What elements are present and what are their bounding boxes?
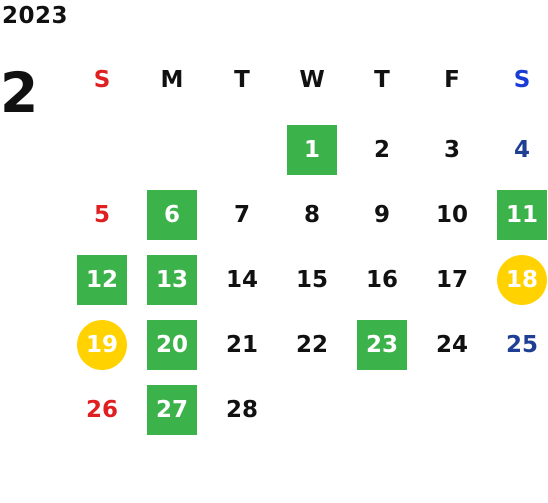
weekday-label: S bbox=[513, 67, 531, 93]
calendar-day[interactable]: 13 bbox=[147, 255, 197, 305]
calendar-day[interactable]: 4 bbox=[513, 137, 530, 163]
calendar-day[interactable]: 1 bbox=[287, 125, 337, 175]
calendar-day[interactable]: 20 bbox=[147, 320, 197, 370]
calendar-day[interactable]: 5 bbox=[93, 202, 110, 228]
calendar-day[interactable]: 3 bbox=[443, 137, 460, 163]
weekday-label: T bbox=[374, 67, 390, 93]
weekday-label: T bbox=[234, 67, 250, 93]
calendar-day[interactable]: 25 bbox=[505, 332, 538, 358]
calendar-day[interactable]: 7 bbox=[233, 202, 250, 228]
calendar-day[interactable]: 28 bbox=[225, 397, 258, 423]
calendar-day[interactable]: 19 bbox=[77, 320, 127, 370]
calendar-day[interactable]: 21 bbox=[225, 332, 258, 358]
calendar-day[interactable]: 8 bbox=[303, 202, 320, 228]
weekday-label: S bbox=[93, 67, 111, 93]
calendar-day[interactable]: 6 bbox=[147, 190, 197, 240]
calendar-month: 2 bbox=[0, 61, 39, 125]
calendar-day[interactable]: 18 bbox=[497, 255, 547, 305]
calendar-day[interactable]: 9 bbox=[373, 202, 390, 228]
weekday-label: M bbox=[160, 67, 184, 93]
calendar-day[interactable]: 17 bbox=[435, 267, 468, 293]
calendar-day[interactable]: 12 bbox=[77, 255, 127, 305]
calendar-day[interactable]: 24 bbox=[435, 332, 468, 358]
weekday-label: F bbox=[444, 67, 460, 93]
weekday-label: W bbox=[299, 67, 325, 93]
calendar-day[interactable]: 10 bbox=[435, 202, 468, 228]
calendar-day[interactable]: 26 bbox=[85, 397, 118, 423]
calendar-day[interactable]: 16 bbox=[365, 267, 398, 293]
calendar-day[interactable]: 14 bbox=[225, 267, 258, 293]
calendar-day[interactable]: 22 bbox=[295, 332, 328, 358]
calendar-day[interactable]: 2 bbox=[373, 137, 390, 163]
calendar-day[interactable]: 23 bbox=[357, 320, 407, 370]
calendar-day[interactable]: 27 bbox=[147, 385, 197, 435]
calendar-day[interactable]: 11 bbox=[497, 190, 547, 240]
calendar-year: 2023 bbox=[2, 3, 69, 29]
calendar-day[interactable]: 15 bbox=[295, 267, 328, 293]
